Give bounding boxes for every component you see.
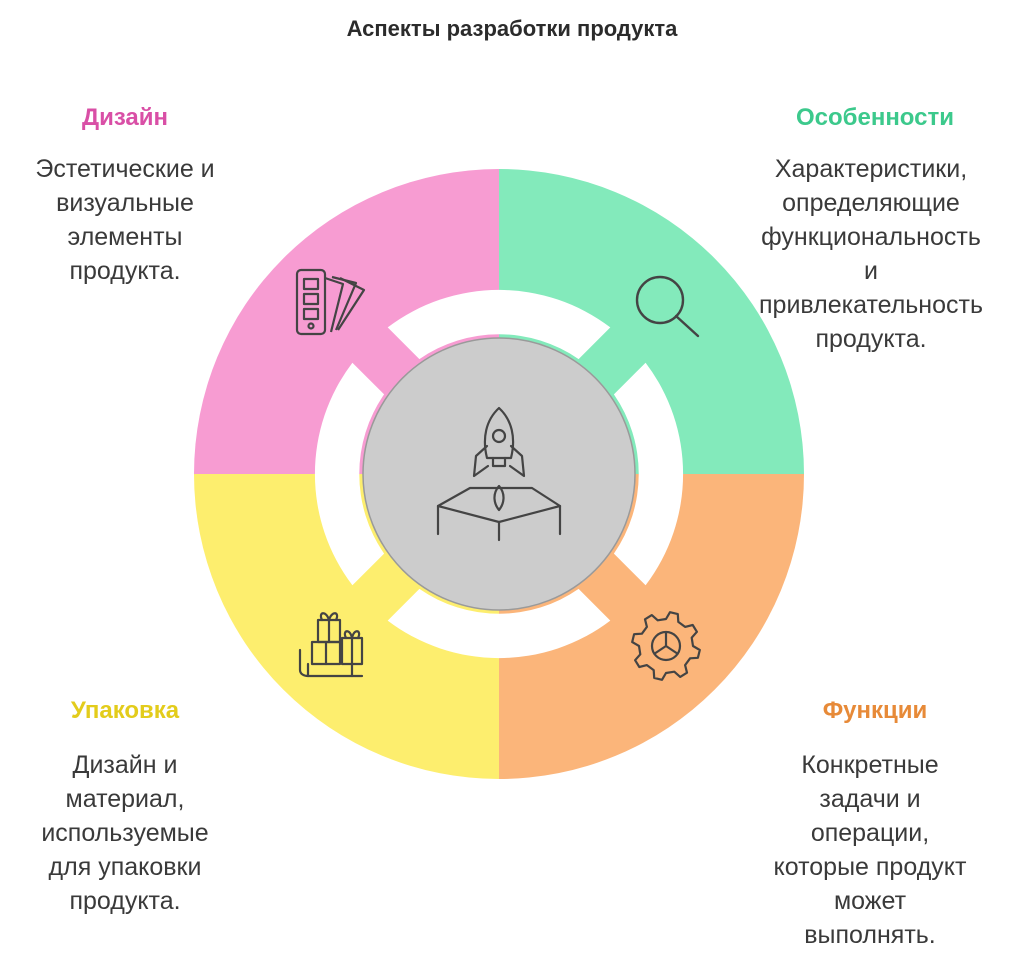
- magnifier-icon: [635, 275, 700, 338]
- features-description: Характеристики, определяющие функциональ…: [759, 155, 983, 353]
- diagram-title: Аспекты разработки продукта: [346, 16, 678, 41]
- gear-icon: [631, 611, 701, 681]
- design-description: Эстетические и визуальные элементы проду…: [35, 155, 215, 285]
- design-label: Дизайн: [81, 104, 169, 131]
- functions-description: Конкретные задачи и операции, которые пр…: [773, 751, 967, 949]
- gift-sled-icon: [298, 612, 364, 678]
- inner-white-ring: [314, 289, 684, 659]
- swatch-palette-icon: [295, 268, 366, 336]
- packaging-label: Упаковка: [70, 697, 180, 724]
- rocket-launch-icon: [436, 406, 562, 542]
- features-label: Особенности: [795, 104, 955, 131]
- center-circle: [362, 337, 636, 611]
- functions-label: Функции: [822, 697, 928, 724]
- packaging-description: Дизайн и материал, используемые для упак…: [41, 751, 209, 915]
